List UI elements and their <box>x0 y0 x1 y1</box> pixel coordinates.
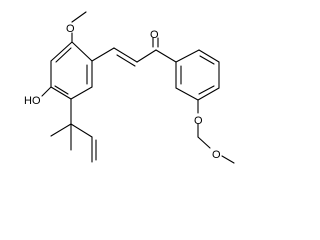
chemical-structure: O HO O O O <box>24 11 235 164</box>
ketone-oxygen-label: O <box>150 29 159 41</box>
left-benzene-ring <box>50 41 93 100</box>
molecule-drawing: O HO O O O <box>24 11 235 164</box>
methoxy-oxygen-label: O <box>66 23 75 35</box>
ether-oxygen-2-label: O <box>212 149 221 161</box>
ether-oxygen-1-label: O <box>194 115 203 127</box>
enone-linker <box>91 37 159 67</box>
hydroxyl-label: HO <box>24 95 41 107</box>
hydroxyl-group <box>41 86 52 97</box>
prenyl-substituent <box>50 98 97 163</box>
methoxymethoxy-group <box>197 99 235 164</box>
methoxy-group-top <box>71 11 87 43</box>
right-benzene-ring <box>155 49 220 101</box>
